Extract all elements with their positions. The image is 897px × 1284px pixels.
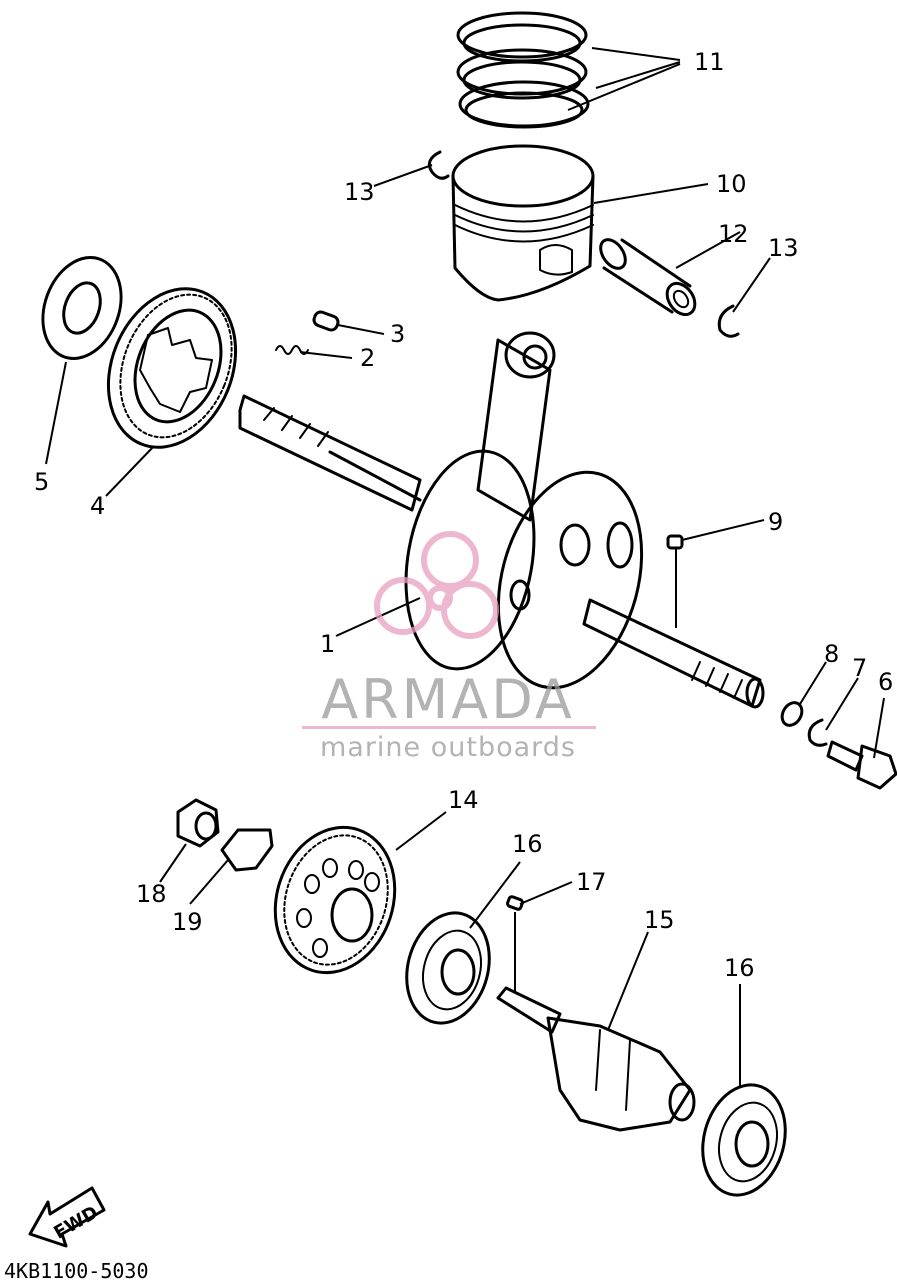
diagram-code: 4KB1100-5030 [4,1259,149,1283]
callout-6: 6 [878,668,893,696]
callout-numbers: 11 13 10 12 13 3 2 5 4 9 1 8 7 6 14 16 1… [34,48,893,982]
bearing-right [701,1083,787,1197]
callout-3: 3 [390,320,405,348]
woodruff-key [666,534,684,550]
callout-4: 4 [90,492,105,520]
fwd-arrow: FWD [28,1186,106,1248]
bearing-left [405,911,491,1025]
callout-11: 11 [694,48,725,76]
callout-12: 12 [718,220,749,248]
callout-16-left: 16 [512,830,543,858]
callout-16-right: 16 [724,954,755,982]
callout-7: 7 [852,654,867,682]
key [506,895,524,911]
callout-10: 10 [716,170,747,198]
lock-washer-tab [220,828,274,872]
crankshaft-assembly [238,331,765,709]
watermark-tagline: marine outboards [320,732,576,763]
plate-washer [41,256,123,360]
callout-18: 18 [136,880,167,908]
callout-13-lower: 13 [768,234,799,262]
circlip-lower [717,304,740,338]
watermark-divider [302,726,596,729]
watermark-brand: ARMADA [321,668,575,731]
piston [451,144,595,302]
piston-pin [599,238,697,317]
circlip-upper [427,150,450,180]
rotor-gear [106,287,238,449]
callout-14: 14 [448,786,479,814]
callout-19: 19 [172,908,203,936]
callout-9: 9 [768,508,783,536]
callout-13-upper: 13 [344,178,375,206]
balancer-shaft [496,986,696,1132]
washer [780,701,804,727]
nut [176,798,220,848]
piston-rings [456,11,590,129]
dowel-pin [312,310,340,332]
drive-gear [273,825,397,975]
logo-symbol [374,531,499,639]
watermark-logo: ARMADA marine outboards [302,531,596,763]
callout-8: 8 [824,640,839,668]
leader-lines [45,47,885,1086]
bolt [826,740,897,790]
lock-washer [807,718,828,747]
callout-5: 5 [34,468,49,496]
callout-17: 17 [576,868,607,896]
callout-1: 1 [320,630,335,658]
callout-2: 2 [360,344,375,372]
callout-15: 15 [644,906,675,934]
